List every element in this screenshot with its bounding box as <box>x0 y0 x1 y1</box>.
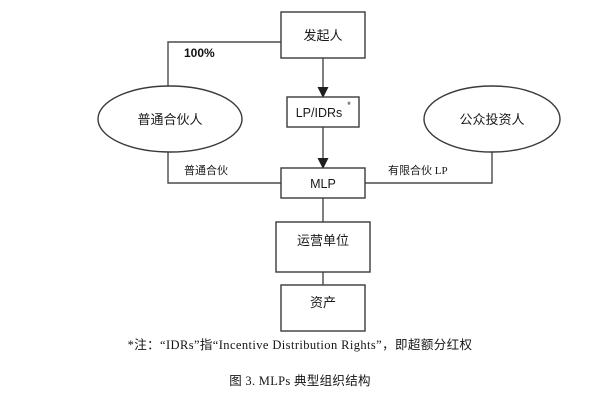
node-lp-idrs-superscript: * <box>347 100 351 110</box>
figure-footnote: *注：“IDRs”指“Incentive Distribution Rights… <box>127 338 473 352</box>
edge-public-to-mlp <box>365 152 493 184</box>
node-general-partner-ellipse <box>97 85 243 153</box>
node-mlp-box <box>280 167 366 199</box>
arrowhead-down-lpidrs <box>317 87 329 98</box>
edge-sponsor-to-gp <box>167 41 281 90</box>
arrowhead-down-mlp <box>317 158 329 169</box>
node-lp-idrs-label: LP/IDRs <box>296 106 343 120</box>
node-public-investors-ellipse <box>423 85 561 153</box>
edge-label-limited-partnership: 有限合伙 LP <box>388 163 448 177</box>
figure-caption: 图 3. MLPs 典型组织结构 <box>229 374 371 388</box>
node-general-partner-label: 普通合伙人 <box>137 112 202 127</box>
node-mlp-label: MLP <box>310 177 336 191</box>
node-assets-label: 资产 <box>310 295 336 310</box>
edge-label-general-partnership: 普通合伙 <box>184 163 228 177</box>
node-operating-unit-label: 运营单位 <box>297 233 349 248</box>
node-public-investors-label: 公众投资人 <box>459 112 524 127</box>
node-public-investors[interactable]: 公众投资人 <box>423 85 561 153</box>
node-sponsor-label: 发起人 <box>303 28 342 43</box>
node-sponsor[interactable]: 发起人 <box>280 11 366 59</box>
node-operating-unit[interactable]: 运营单位 <box>275 221 371 273</box>
node-mlp[interactable]: MLP <box>280 167 366 199</box>
edge-label-100-percent: 100% <box>184 46 215 60</box>
node-assets[interactable]: 资产 <box>280 284 366 332</box>
node-assets-box <box>280 284 366 332</box>
node-operating-unit-box <box>275 221 371 273</box>
node-sponsor-box <box>280 11 366 59</box>
edge-gp-to-mlp <box>167 152 281 184</box>
node-lp-idrs-box <box>286 96 360 128</box>
node-lp-idrs[interactable]: LP/IDRs * <box>286 96 360 128</box>
node-general-partner[interactable]: 普通合伙人 <box>97 85 243 153</box>
